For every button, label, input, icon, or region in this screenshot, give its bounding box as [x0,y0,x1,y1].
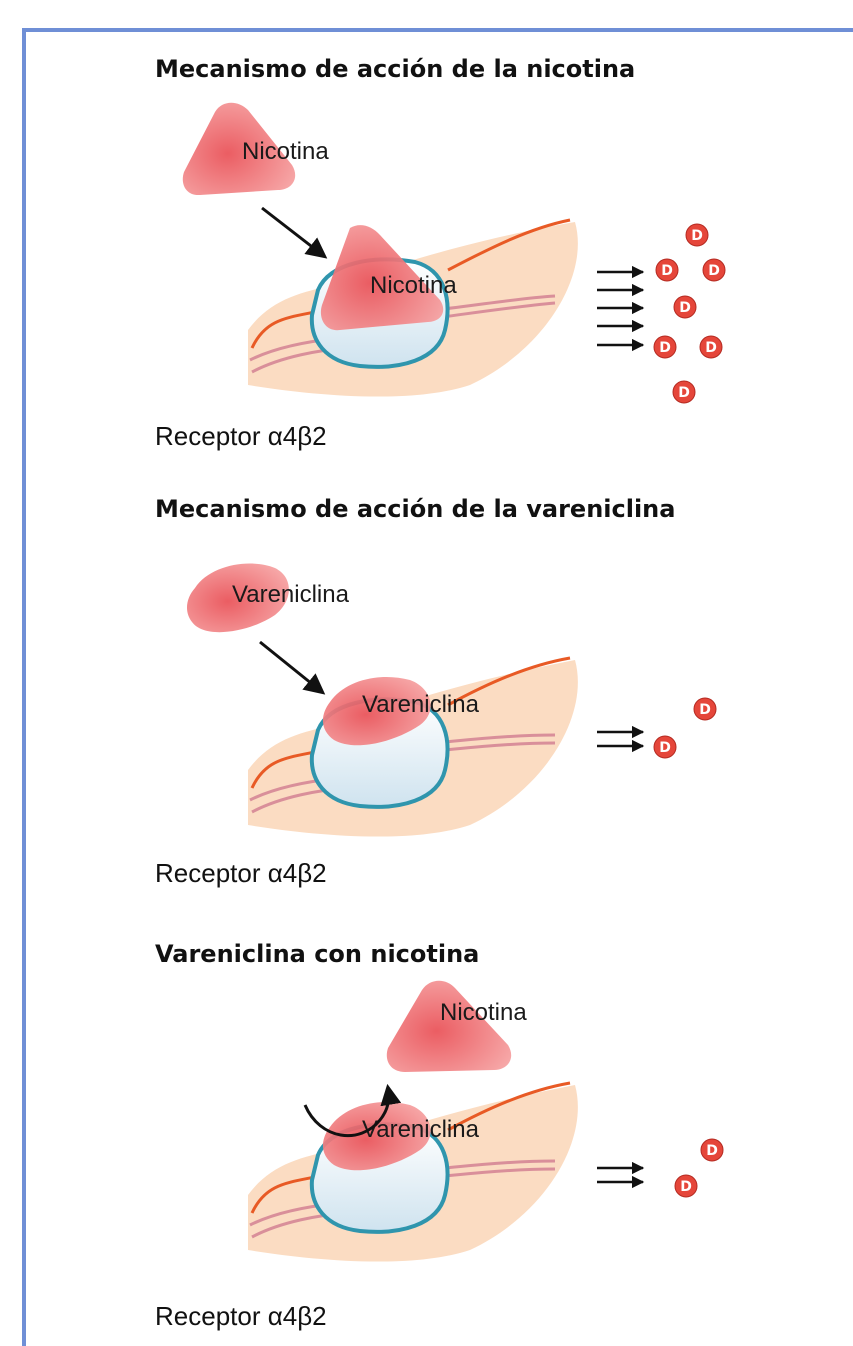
panel-3-title: Vareniclina con nicotina [155,940,479,968]
dopamine-molecule: D [655,258,679,282]
panel-1-title: Mecanismo de acción de la nicotina [155,55,635,83]
panel-2-title: Mecanismo de acción de la vareniclina [155,495,675,523]
membrane-edge [250,1081,571,1214]
figure-frame [22,28,853,1346]
dopamine-cluster: DD [653,697,717,759]
varenicline-bound-shape [322,676,431,746]
dopamine-label: D [678,385,690,401]
dopamine-molecule: D [672,380,696,404]
membrane-edge [250,656,571,789]
dopamine-label: D [691,228,703,244]
dopamine-label: D [705,340,717,356]
membrane-inner-lines [249,733,556,814]
dopamine-molecule: D [653,735,677,759]
dopamine-label: D [706,1143,718,1159]
binding-arrow [261,206,328,259]
dopamine-molecule: D [674,1174,698,1198]
membrane-inner-lines [249,1159,556,1239]
varenicline-bound-label: Vareniclina [362,1116,480,1143]
nicotine-displaced-label: Nicotina [440,999,527,1026]
varenicline-bound-label: Vareniclina [362,691,480,718]
varenicline-incoming-shape [186,563,289,633]
varenicline-bound-shape [322,1101,431,1171]
dopamine-label: D [680,1179,692,1195]
dopamine-molecule: D [673,295,697,319]
panel-3-caption: Receptor α4β2 [155,1301,327,1331]
varenicline-incoming-label: Vareniclina [232,581,350,608]
dopamine-molecule: D [702,258,726,282]
panel-varenicline-with-nicotine: Vareniclina con nicotina Vareniclina Nic… [155,940,724,1331]
nicotine-bound-shape [320,225,444,331]
displacement-arrow [303,1083,402,1137]
dopamine-label: D [699,702,711,718]
dopamine-molecule: D [693,697,717,721]
binding-arrow [259,640,326,695]
dopamine-cluster: D D D D D D D [653,223,726,404]
dopamine-label: D [679,300,691,316]
panel-2-caption: Receptor α4β2 [155,858,327,888]
nicotine-bound-label: Nicotina [370,272,457,299]
nicotine-incoming-label: Nicotina [242,138,329,165]
dopamine-label: D [708,263,720,279]
dopamine-molecule: D [685,223,709,247]
release-arrows [597,725,645,753]
membrane-edge [250,218,571,349]
dopamine-molecule: D [653,335,677,359]
dopamine-label: D [659,340,671,356]
release-arrows [597,265,645,352]
membrane-inner-lines [249,294,556,374]
nicotine-incoming-shape [182,102,296,196]
nicotine-displaced-shape [386,980,512,1072]
panel-nicotine: Mecanismo de acción de la nicotina Nicot… [155,55,726,451]
panel-1-caption: Receptor α4β2 [155,421,327,451]
dopamine-molecule: D [699,335,723,359]
dopamine-label: D [659,740,671,756]
dopamine-label: D [661,263,673,279]
panel-varenicline: Mecanismo de acción de la vareniclina Va… [155,495,717,888]
dopamine-molecule: D [700,1138,724,1162]
release-arrows [597,1161,645,1189]
dopamine-cluster: DD [674,1138,724,1198]
